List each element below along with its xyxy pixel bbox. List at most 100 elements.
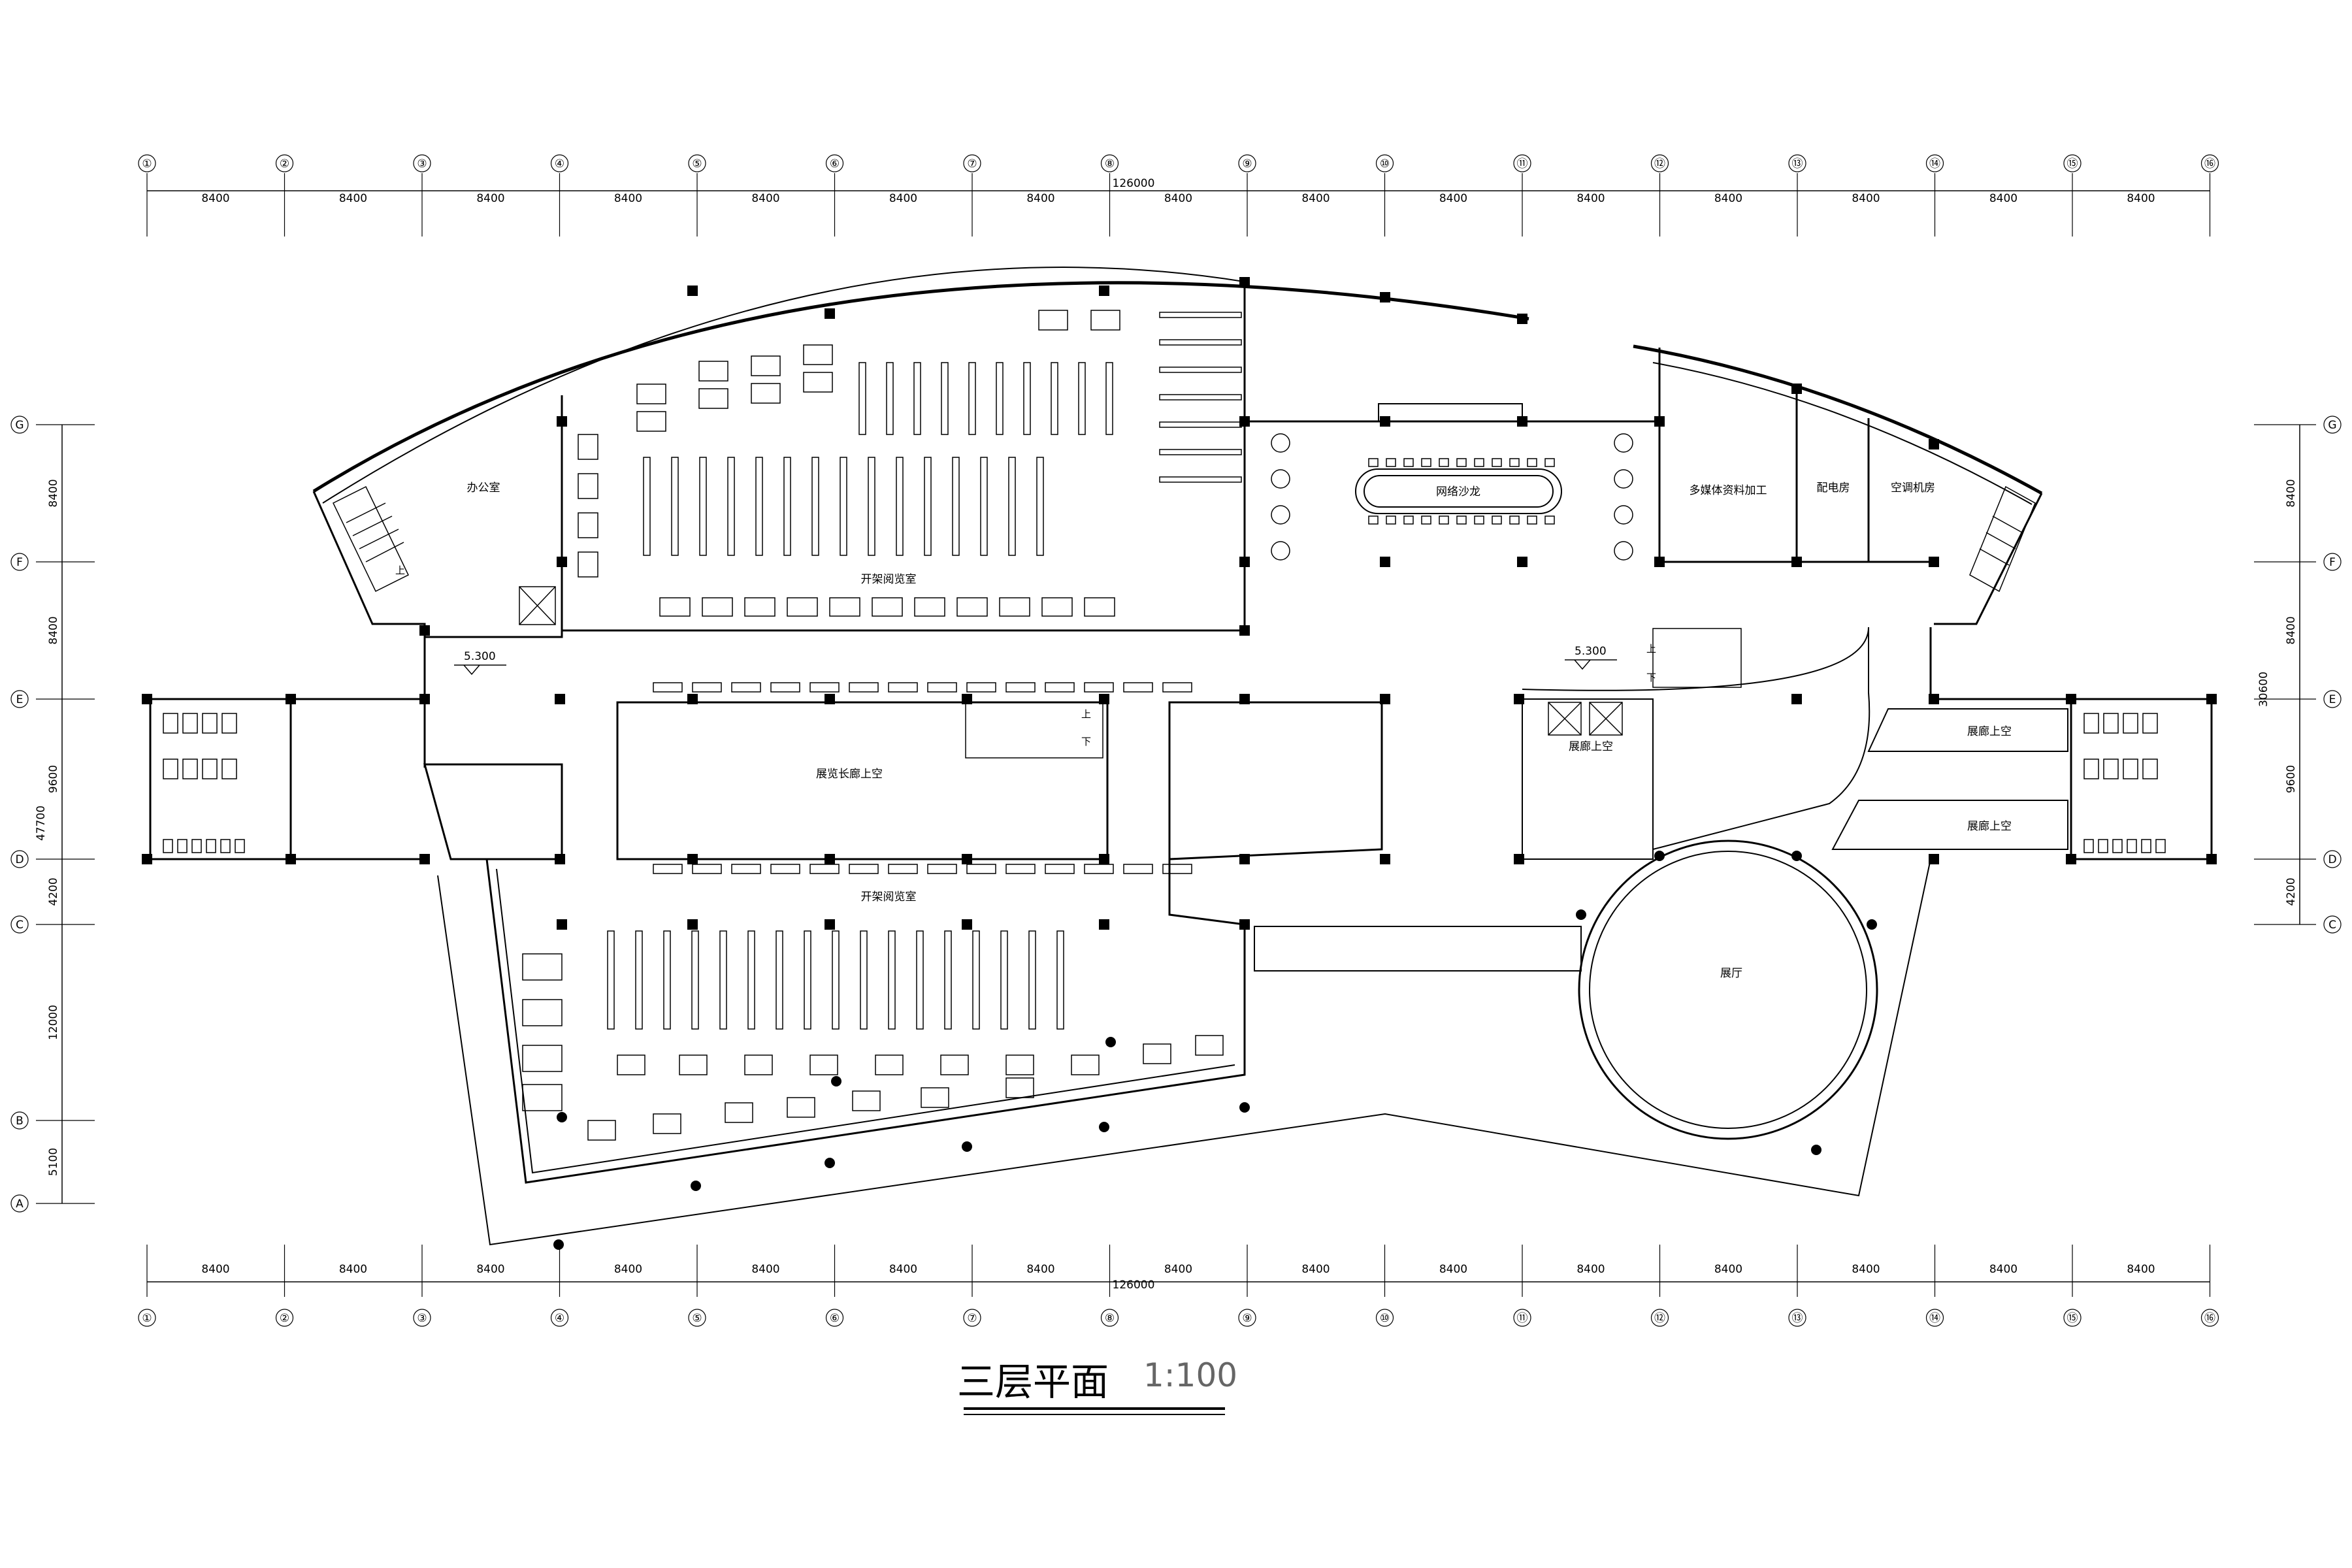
bookshelf [968, 362, 976, 435]
axis-label: ① [142, 1312, 152, 1325]
axis-bubble [550, 1309, 569, 1327]
reading-table [1005, 1077, 1034, 1098]
axis-label: G [15, 419, 24, 432]
reading-table [636, 411, 666, 432]
axis-label: ⑪ [1517, 157, 1528, 171]
dimension-text: 8400 [47, 616, 60, 644]
dimension-text: 8400 [1164, 192, 1192, 205]
room-label-corridor-void-2: 展廊上空 [1967, 820, 2012, 833]
reading-table [659, 597, 691, 617]
axis-label: ③ [417, 1312, 427, 1325]
reading-table [1084, 597, 1115, 617]
dimension-text: 8400 [889, 1263, 917, 1276]
column [825, 919, 835, 930]
room-labels: 办公室 开架阅览室 网络沙龙 多媒体资料加工 配电房 空调机房 展览长廊上空 展… [467, 482, 2012, 980]
reading-table [1038, 310, 1068, 331]
axis-label: ⑧ [1105, 1312, 1115, 1325]
round-column [1105, 1037, 1116, 1047]
corridor-bench [653, 682, 683, 693]
axis-label: ⑭ [1929, 157, 1940, 171]
dimension-text: 8400 [1026, 192, 1054, 205]
dimension-text: 8400 [1852, 1263, 1880, 1276]
bookshelf [699, 457, 707, 556]
axis-label: ⑤ [692, 157, 702, 171]
round-column [1811, 1145, 1821, 1155]
dimension-text: 4200 [2285, 877, 2298, 906]
title-underline [964, 1407, 1225, 1410]
column [825, 854, 835, 864]
reading-table [1041, 597, 1073, 617]
axis-label: A [16, 1198, 24, 1211]
reading-table [744, 597, 776, 617]
sandbox-chair [1403, 515, 1414, 525]
dimension-text: 8400 [1989, 1263, 2017, 1276]
reading-table [636, 384, 666, 404]
bookshelf [1023, 362, 1031, 435]
dimension-text: 8400 [47, 479, 60, 507]
room-label-open-reading-north: 开架阅览室 [861, 573, 917, 586]
column [962, 919, 972, 930]
axis-bubble [963, 1309, 981, 1327]
reading-table [522, 953, 563, 981]
bookshelf [635, 930, 643, 1030]
reading-table [803, 344, 833, 365]
dimension-text: 9600 [2285, 765, 2298, 793]
sandbox-chair [1509, 458, 1520, 467]
reading-table [872, 597, 903, 617]
sandbox-chair [1492, 458, 1502, 467]
axis-bubble [138, 154, 156, 172]
toilet-stall [221, 713, 237, 734]
sink [177, 839, 188, 853]
toilet-stall [2103, 759, 2119, 779]
dimension-text: 8400 [889, 192, 917, 205]
dimension-text: 8400 [2127, 1263, 2155, 1276]
sink [2141, 839, 2151, 853]
reading-table [1195, 1035, 1224, 1056]
axis-bubble [1650, 154, 1669, 172]
corridor-bench [1162, 682, 1192, 693]
dimension-text: 8400 [2127, 192, 2155, 205]
stairs-east [1969, 485, 2036, 593]
sink [2112, 839, 2123, 853]
sandbox-chair [1421, 515, 1431, 525]
column [1791, 384, 1802, 394]
corridor-bench [809, 864, 840, 874]
sandbox-chair [1421, 458, 1431, 467]
axis-bubble [1375, 154, 1394, 172]
dimension-text: 8400 [1989, 192, 2017, 205]
axis-bubble [2200, 154, 2219, 172]
column [419, 694, 430, 704]
corridor-bench [1045, 864, 1075, 874]
bookshelf [952, 457, 960, 556]
axis-bubble [1925, 154, 1944, 172]
corridor-bench [966, 682, 996, 693]
axis-label: ⑬ [1792, 1312, 1803, 1325]
toilet-stall [163, 713, 178, 734]
bookshelf [1159, 367, 1242, 373]
round-column [691, 1181, 701, 1191]
corridor-bench [809, 682, 840, 693]
room-label-gallery-void: 展廊上空 [1569, 740, 1613, 753]
reading-table [940, 1054, 969, 1075]
sandbox-chair [1544, 458, 1555, 467]
column [1380, 292, 1390, 302]
axis-label: ⑮ [2067, 157, 2078, 171]
bookshelf [1078, 362, 1086, 435]
reading-table [1143, 1043, 1171, 1064]
bookshelf [832, 930, 840, 1030]
elevators [519, 586, 1623, 736]
axis-label: ⑩ [1380, 157, 1390, 171]
bookshelf [860, 930, 868, 1030]
bookshelf [1051, 362, 1058, 435]
corridor-bench [653, 864, 683, 874]
column [962, 694, 972, 704]
column [1929, 694, 1939, 704]
dimension-text: 8400 [1439, 192, 1467, 205]
sandbox-chair [1492, 515, 1502, 525]
bookshelf [727, 457, 735, 556]
axis-label: B [16, 1115, 24, 1128]
sandbox-chair [1386, 458, 1396, 467]
axis-bubble [2323, 416, 2342, 434]
